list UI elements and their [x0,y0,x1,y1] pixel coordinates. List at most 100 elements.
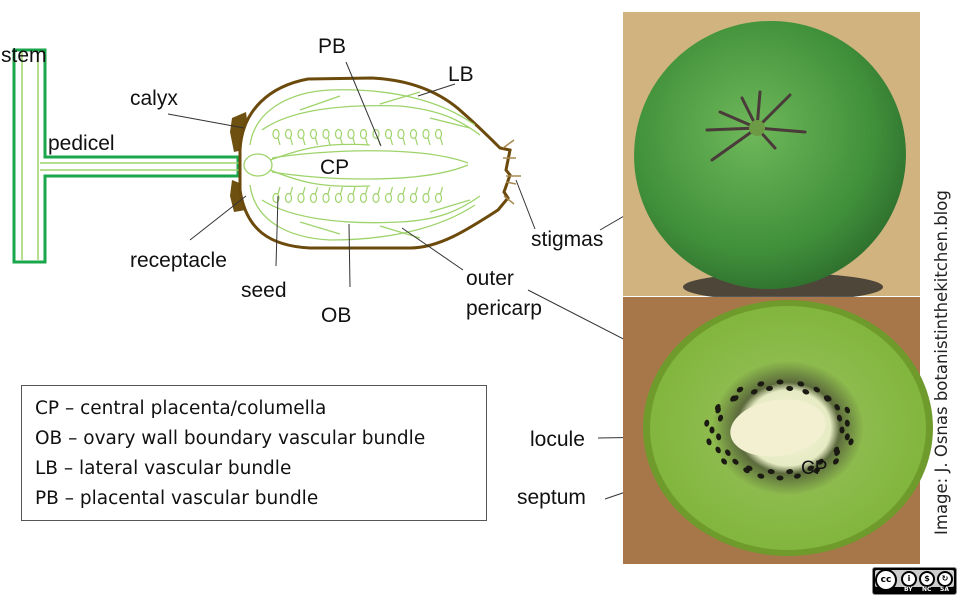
kiwi-seed [802,389,810,395]
sa-icon: ↻ [937,571,953,587]
seed-loop [334,192,343,204]
label-stigmas: stigmas [531,228,604,251]
seed-loop [322,128,330,140]
seed-loop [409,128,418,140]
kiwi-seed [834,449,841,456]
kiwi-seed [732,458,739,465]
kiwi-seed [813,467,821,474]
kiwi-seed [757,473,765,479]
kiwi-seed [706,438,712,446]
kiwi-seed [786,385,794,391]
kiwi-seed [750,389,758,395]
legend-box: CP – central placenta/columella OB – ova… [21,385,487,521]
seed-loop [359,128,368,140]
seed-loop [434,192,443,204]
kiwi-seed [794,473,801,479]
license-sa: SA [940,586,949,593]
label-calyx: calyx [130,87,178,110]
seed-loop [309,192,318,204]
seed-loop [384,128,393,140]
seed-loop [322,192,330,204]
label-septum: septum [517,486,586,509]
seed-stalk [427,186,431,195]
seed-loop [422,128,430,140]
seed-loop [384,192,393,204]
kiwi-seed [757,381,765,387]
seed-stalk [389,137,394,146]
seed-loop [272,128,280,140]
seed-loop [347,192,355,204]
seed-loop [347,128,355,140]
seed-stalk [414,137,419,146]
label-cp-photo: CP [801,458,828,479]
kiwi-seed [716,433,722,441]
seed-stalk [439,137,444,146]
kiwi-seed [743,467,750,474]
seed-stalk [364,137,369,146]
seed-loop [372,192,380,204]
seed-loop [309,128,318,140]
legend-item-cp: CP – central placenta/columella [35,398,327,419]
seed-loop [272,192,280,204]
label-stem: stem [1,44,47,67]
seed-stalk [314,186,319,195]
kiwi-seed [836,414,843,422]
kiwi-seed [844,419,850,427]
seed-loop [372,128,380,140]
kiwi-seed [817,458,824,465]
kiwi-seed [709,426,715,434]
seed-loop [397,192,405,204]
kiwi-seed [786,469,794,475]
kiwi-seed [776,379,784,385]
seed-stalk [302,186,306,195]
kiwi-seed [765,385,773,391]
kiwi-seed [732,395,739,402]
stem-drawing [12,48,240,264]
seed-stalk [439,186,444,195]
kiwi-seed [715,446,721,454]
kiwi-seed [721,458,728,465]
label-receptacle: receptacle [130,249,227,272]
seed-loop [334,128,343,140]
label-ob: OB [321,304,352,327]
seed-stalk [402,186,406,195]
seed-loop [422,192,430,204]
seed-stalk [427,137,431,146]
by-icon: i [901,571,917,587]
kiwi-seeds [704,379,854,481]
seed-loop [297,128,305,140]
kiwi-seed [725,449,731,456]
kiwi-seed [834,404,841,411]
legend-item-ob: OB – ovary wall boundary vascular bundle [35,428,426,449]
legend-item-lb: LB – lateral vascular bundle [35,458,292,479]
cc-icon: cc [875,569,897,591]
seed-loop [359,192,368,204]
kiwi-seed [839,426,845,434]
kiwi-seed [767,469,775,475]
cc-license-badge[interactable]: cc i $ ↻ BY NC SA [872,567,957,595]
cut-kiwi-photo [623,297,933,564]
kiwi-seed [797,381,805,387]
label-pedicel: pedicel [48,132,115,155]
seed-stalk [402,137,406,146]
seed-loop [397,128,405,140]
image-credit: Image: J. Osnas botanistinthekitchen.blo… [932,190,951,535]
license-by: BY [904,586,913,593]
whole-kiwi-photo [623,12,920,301]
seed-stalk [339,186,344,195]
label-outer: outer [466,267,514,290]
seed-stalk [352,137,356,146]
kiwi-seed [844,433,850,441]
seed-loop [284,192,293,204]
kiwi-seed [844,406,851,414]
label-pericarp: pericarp [466,297,542,320]
seed-loop [297,192,305,204]
seed-stalk [302,137,306,146]
seed-stalk [339,137,344,146]
kiwi-seed [736,386,744,393]
kiwi-seed [717,414,724,422]
seed-loops [272,128,444,204]
license-nc: NC [922,586,932,593]
label-seed: seed [241,279,287,302]
